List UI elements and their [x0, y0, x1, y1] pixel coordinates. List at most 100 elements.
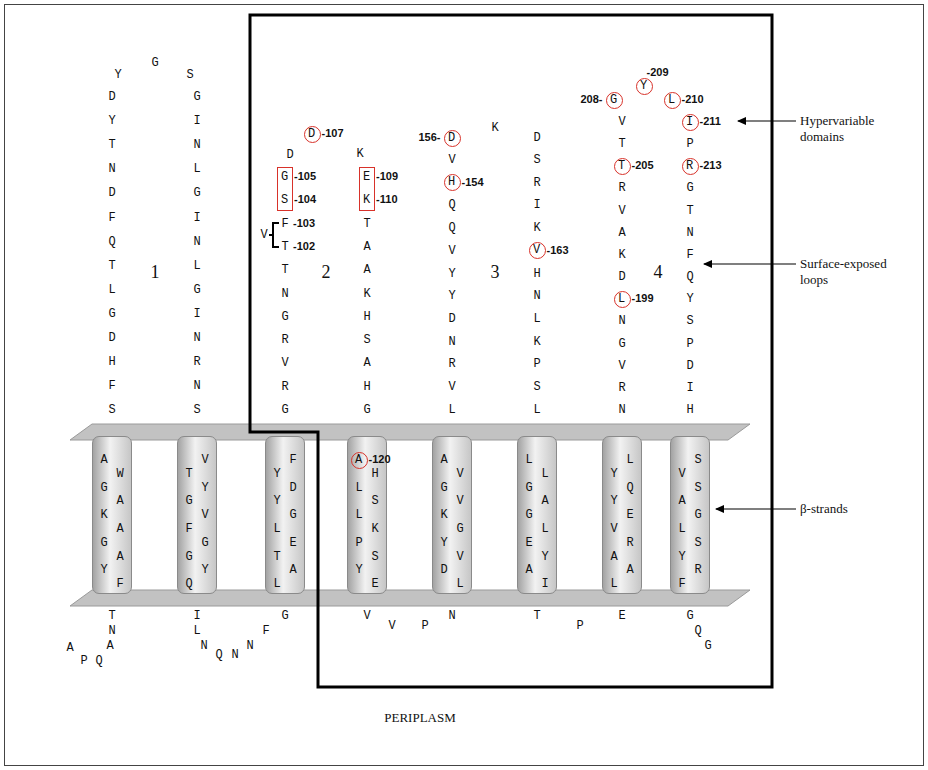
- residue-letter: Y: [610, 495, 617, 507]
- residue-letter: G: [201, 537, 208, 549]
- residue-letter: A: [363, 264, 370, 276]
- residue-letter: L: [448, 404, 455, 416]
- residue-letter: N: [108, 625, 115, 637]
- residue-letter: L: [541, 523, 548, 535]
- residue-letter: S: [533, 381, 540, 393]
- residue-circle: D-107: [304, 126, 321, 143]
- pointer-arrow: [704, 263, 796, 264]
- residue-letter: G: [193, 91, 200, 103]
- residue-letter: H: [108, 356, 115, 368]
- residue-letter: A: [363, 241, 370, 253]
- residue-letter: T: [686, 205, 693, 217]
- residue-letter: A: [289, 564, 296, 576]
- residue-letter: S: [694, 537, 701, 549]
- residue-letter: T: [185, 468, 192, 480]
- residue-letter: G: [610, 94, 617, 106]
- residue-letter: I: [193, 308, 200, 320]
- residue-letter: D: [108, 91, 115, 103]
- beta-strand-cylinder: SVSAGLSYRF: [670, 436, 710, 594]
- residue-letter: Q: [215, 649, 222, 661]
- residue-letter: Y: [541, 551, 548, 563]
- residue-letter: K: [491, 122, 498, 134]
- residue-number: -110: [376, 194, 397, 205]
- residue-letter: H: [363, 381, 370, 393]
- residue-letter: L: [193, 260, 200, 272]
- residue-letter: L: [533, 404, 540, 416]
- residue-letter: L: [525, 454, 532, 466]
- residue-circle: 156-D: [444, 130, 461, 147]
- callout-label: Hypervariable domains: [800, 113, 900, 144]
- residue-letter: I: [193, 212, 200, 224]
- residue-letter: V: [456, 468, 463, 480]
- residue-letter: H: [686, 404, 693, 416]
- residue-letter: L: [541, 468, 548, 480]
- residue-letter: S: [694, 454, 701, 466]
- residue-letter: Q: [95, 655, 102, 667]
- residue-letter: E: [626, 509, 633, 521]
- residue-letter: Y: [273, 468, 280, 480]
- residue-letter: I: [541, 578, 548, 590]
- residue-letter: A: [100, 454, 107, 466]
- residue-letter: I: [193, 610, 200, 622]
- residue-letter: V: [201, 454, 208, 466]
- residue-letter: T: [618, 138, 625, 150]
- residue-letter: S: [371, 551, 378, 563]
- residue-letter: G: [363, 404, 370, 416]
- residue-letter: S: [186, 69, 193, 81]
- residue-letter: A: [610, 551, 617, 563]
- region-outline: [250, 15, 772, 687]
- residue-letter: A: [618, 227, 625, 239]
- residue-letter: E: [618, 610, 625, 622]
- residue-letter: G: [108, 308, 115, 320]
- residue-letter: A: [116, 551, 123, 563]
- residue-circle: L-199: [614, 291, 631, 308]
- residue-letter: L: [618, 293, 625, 305]
- residue-letter: S: [193, 404, 200, 416]
- residue-letter: P: [80, 655, 87, 667]
- residue-circle: T-205: [614, 158, 631, 175]
- residue-letter: V: [260, 229, 267, 241]
- residue-letter: H: [371, 468, 378, 480]
- residue-letter: N: [193, 380, 200, 392]
- residue-letter: N: [246, 640, 253, 652]
- callout-label: Surface-exposed loops: [800, 256, 910, 287]
- residue-letter: F: [116, 578, 123, 590]
- residue-letter: L: [193, 625, 200, 637]
- beta-strand-cylinder: LLGAGLEYAI: [517, 436, 557, 594]
- residue-number: -205: [632, 160, 654, 171]
- residue-circle: H-154: [444, 174, 461, 191]
- residue-letter: R: [281, 334, 288, 346]
- residue-letter: K: [618, 249, 625, 261]
- residue-letter: E: [525, 537, 532, 549]
- residue-letter: L: [193, 163, 200, 175]
- residue-letter: K: [440, 509, 447, 521]
- residue-letter: Q: [108, 236, 115, 248]
- pointer-arrow: [716, 508, 796, 509]
- residue-letter: K: [533, 336, 540, 348]
- residue-letter: Q: [694, 625, 701, 637]
- residue-letter: Y: [201, 564, 208, 576]
- residue-letter: W: [116, 468, 123, 480]
- residue-letter: N: [533, 290, 540, 302]
- residue-number: -107: [322, 128, 344, 139]
- residue-letter: S: [371, 495, 378, 507]
- residue-letter: I: [686, 116, 693, 128]
- residue-letter: D: [289, 482, 296, 494]
- residue-letter: H: [363, 311, 370, 323]
- residue-letter: A: [116, 495, 123, 507]
- residue-letter: Y: [610, 468, 617, 480]
- residue-letter: K: [356, 148, 363, 160]
- residue-letter: Y: [448, 290, 455, 302]
- residue-letter: G: [686, 610, 693, 622]
- residue-letter: G: [151, 57, 158, 69]
- residue-box: G-105S-104: [277, 167, 293, 211]
- residue-letter: L: [355, 482, 362, 494]
- residue-letter: N: [231, 649, 238, 661]
- residue-letter: N: [618, 404, 625, 416]
- residue-letter: V: [618, 116, 625, 128]
- residue-letter: Y: [114, 69, 121, 81]
- residue-number: -209: [647, 67, 669, 78]
- residue-letter: N: [193, 139, 200, 151]
- residue-letter: T: [281, 241, 288, 253]
